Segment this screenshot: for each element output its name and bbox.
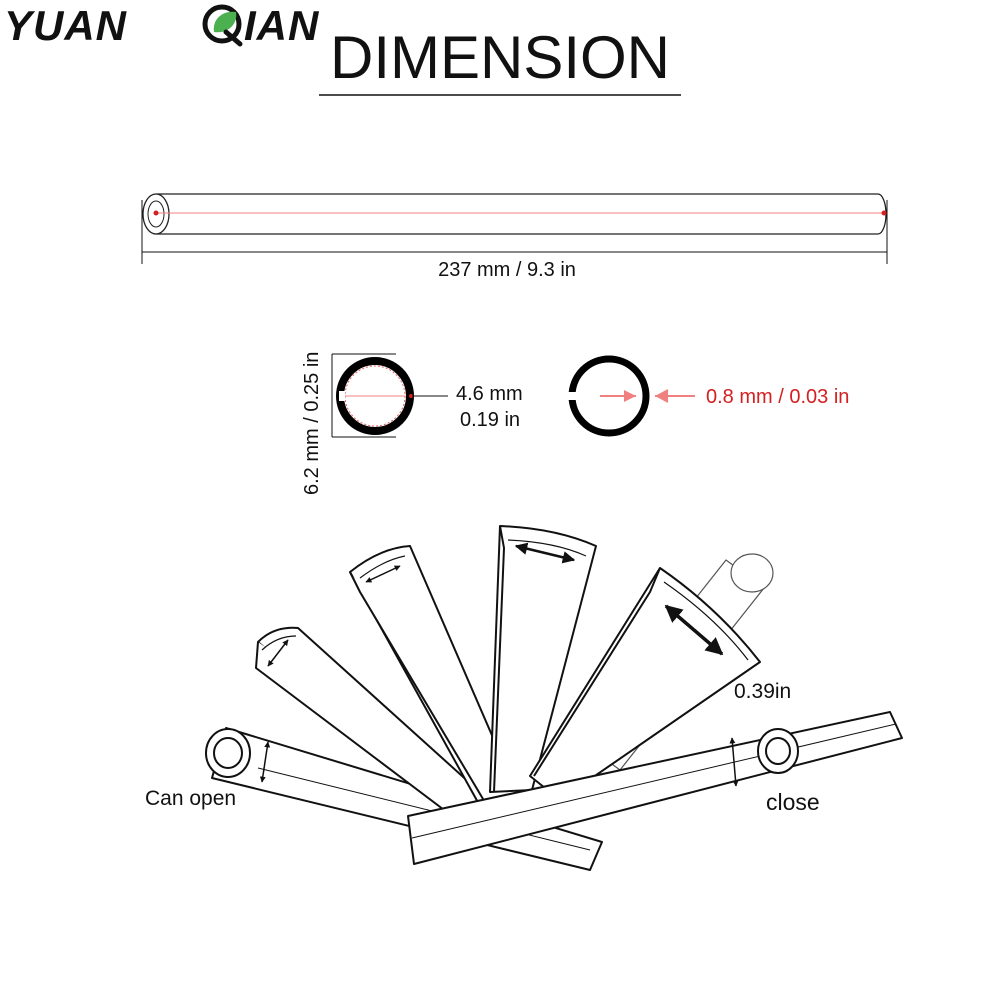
page-title: DIMENSION <box>330 24 670 91</box>
cross-section-outer-inner <box>331 353 448 438</box>
leaf-logo-icon <box>202 4 243 47</box>
cross-section-wall <box>566 355 695 437</box>
fan-blade-4 <box>529 567 761 801</box>
fan-blade-3 <box>489 525 597 793</box>
brand-name-right: IAN <box>244 2 320 49</box>
spread-width-label: 0.39in <box>734 680 791 703</box>
inner-diameter-in-label: 0.19 in <box>460 409 520 431</box>
close-label: close <box>766 789 820 815</box>
length-dimension-line <box>141 200 888 264</box>
fan-illustration <box>205 525 903 871</box>
wall-thickness-label: 0.8 mm / 0.03 in <box>706 386 849 408</box>
inner-diameter-mm-label: 4.6 mm <box>456 383 523 405</box>
brand-name-left: YUAN <box>4 2 128 49</box>
outer-diameter-label: 6.2 mm / 0.25 in <box>301 352 323 495</box>
tube-closed-front <box>407 711 903 865</box>
brand-logo: YUAN IAN <box>4 2 320 49</box>
tube-side-view <box>142 193 887 235</box>
can-open-label: Can open <box>145 787 236 810</box>
length-label: 237 mm / 9.3 in <box>438 259 576 281</box>
fan-blade-1 <box>255 626 503 829</box>
